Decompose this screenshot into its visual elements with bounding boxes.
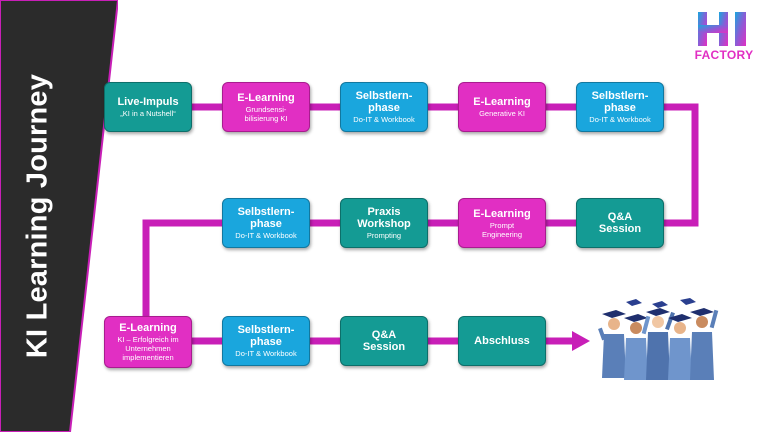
- step-subtitle: KI – Erfolgreich im Unternehmen implemen…: [117, 335, 179, 362]
- step-selbstlernphase-2: Selbstlern- phase Do-IT & Workbook: [576, 82, 664, 132]
- step-title: Praxis Workshop: [357, 206, 411, 230]
- step-title: Q&A Session: [362, 329, 406, 353]
- step-selbstlernphase-3: Selbstlern- phase Do-IT & Workbook: [222, 198, 310, 248]
- step-subtitle: Do-IT & Workbook: [589, 115, 651, 124]
- step-e-learning-implementieren: E-Learning KI – Erfolgreich im Unternehm…: [104, 316, 192, 368]
- connector-5-6: [662, 103, 699, 227]
- sidebar-shape: [0, 0, 118, 432]
- step-title: E-Learning: [473, 207, 531, 220]
- graduate-figures: [598, 308, 719, 380]
- step-subtitle: Generative KI: [479, 109, 525, 118]
- step-live-impuls: Live-Impuls „KI in a Nutshell“: [104, 82, 192, 132]
- step-title: Selbstlern- phase: [591, 90, 649, 114]
- step-subtitle: „KI in a Nutshell“: [120, 109, 176, 118]
- logo-text: FACTORY: [694, 48, 754, 62]
- connector-9-10: [142, 219, 226, 318]
- step-title: Selbstlern- phase: [237, 206, 295, 230]
- step-e-learning-prompt-engineering: E-Learning Prompt Engineering: [458, 198, 546, 248]
- step-title: Q&A Session: [598, 211, 642, 235]
- step-praxis-workshop: Praxis Workshop Prompting: [340, 198, 428, 248]
- step-title: Selbstlern- phase: [355, 90, 413, 114]
- hi-factory-logo: FACTORY: [692, 8, 756, 62]
- step-abschluss: Abschluss: [458, 316, 546, 366]
- hi-logo-icon: [698, 12, 746, 46]
- graduates-illustration: [598, 298, 719, 382]
- step-title: Live-Impuls: [117, 96, 179, 108]
- step-subtitle: Grundsensi- bilisierung KI: [244, 104, 288, 123]
- step-title: E-Learning: [473, 96, 531, 108]
- step-e-learning-grundsensibilisierung: E-Learning Grundsensi- bilisierung KI: [222, 82, 310, 132]
- step-subtitle: Do-IT & Workbook: [235, 231, 297, 240]
- step-title: Selbstlern- phase: [237, 324, 295, 348]
- step-qa-session-2: Q&A Session: [340, 316, 428, 366]
- step-title: E-Learning: [119, 322, 177, 334]
- step-title: E-Learning: [237, 91, 295, 104]
- step-e-learning-generative-ki: E-Learning Generative KI: [458, 82, 546, 132]
- step-subtitle: Do-IT & Workbook: [235, 349, 297, 358]
- sidebar-banner: KI Learning Journey: [0, 0, 118, 432]
- arrow-head-icon: [572, 331, 590, 351]
- step-subtitle: Do-IT & Workbook: [353, 115, 415, 124]
- step-subtitle: Prompting: [366, 231, 402, 240]
- step-selbstlernphase-4: Selbstlern- phase Do-IT & Workbook: [222, 316, 310, 366]
- step-qa-session-1: Q&A Session: [576, 198, 664, 248]
- step-title: Abschluss: [474, 335, 530, 347]
- step-subtitle: Prompt Engineering: [481, 220, 523, 239]
- step-selbstlernphase-1: Selbstlern- phase Do-IT & Workbook: [340, 82, 428, 132]
